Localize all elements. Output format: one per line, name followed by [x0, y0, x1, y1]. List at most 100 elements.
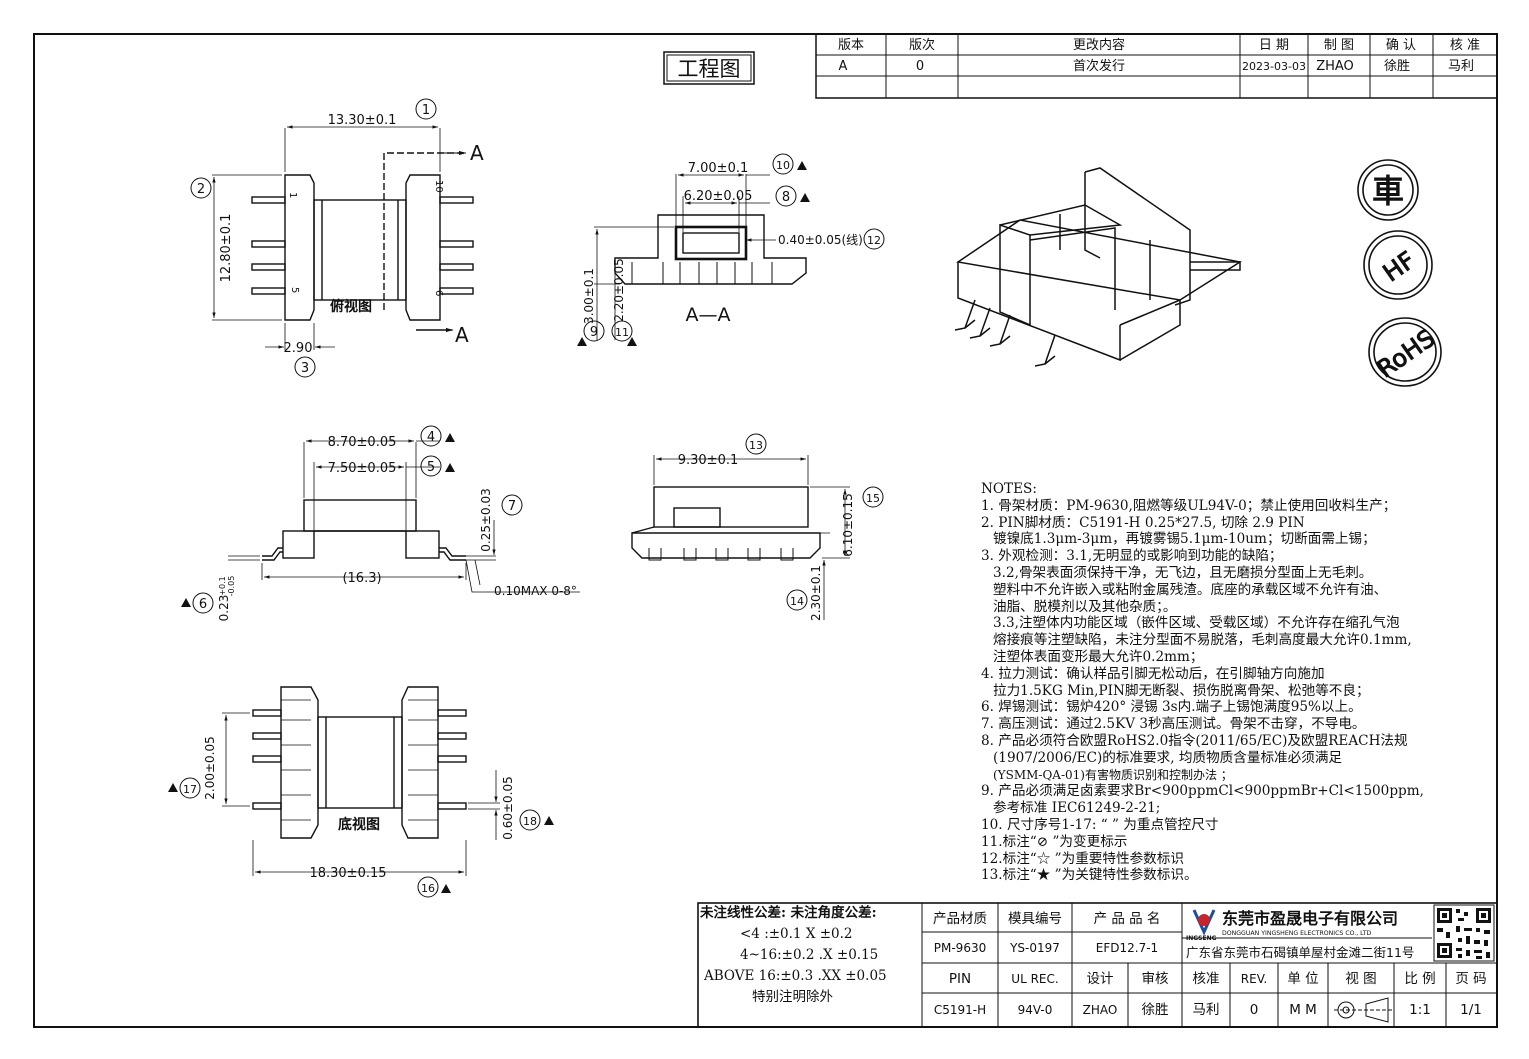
tb-r4-ul: 94V-0 — [1018, 1003, 1053, 1017]
tb-r4-approve: 马利 — [1193, 1002, 1220, 1018]
rev-cell-edition: 0 — [916, 59, 924, 74]
balloon-15: 15 — [866, 492, 880, 505]
note-2b: 镀镍底1.3μm-3μm，再镀雾锡5.1μm-10um；切断面需上锡； — [993, 531, 1376, 548]
balloon-8: 8 — [782, 190, 790, 205]
tb-r4-rev: 0 — [1250, 1002, 1259, 1018]
dim-9: 3.00±0.1 — [582, 268, 596, 324]
tb-r3-view: 视 图 — [1345, 971, 1376, 987]
balloon-12: 12 — [867, 234, 881, 247]
note-6: 6. 焊锡测试：锡炉420° 浸锡 3s内.端子上锡饱满度95%以上。 — [981, 699, 1362, 716]
rev-header-confirm: 确 认 — [1386, 38, 1416, 53]
tolerance-line-3: ABOVE 16:±0.3 .XX ±0.05 — [704, 968, 887, 984]
dim-7: 0.25±0.03 — [479, 488, 493, 552]
tb-r4-scale: 1:1 — [1409, 1002, 1431, 1018]
tb-r4-unit: M M — [1289, 1002, 1317, 1018]
section-mark-top: A — [470, 141, 484, 165]
projection-symbol-icon — [1334, 997, 1392, 1023]
pin-number-6: 6 — [433, 290, 444, 296]
balloon-13: 13 — [749, 439, 763, 452]
note-3: 3. 外观检测：3.1,无明显的或影响到功能的缺陷； — [981, 548, 1283, 565]
tb-value-product: EFD12.7-1 — [1096, 941, 1158, 955]
key-markers — [168, 161, 810, 893]
balloon-2: 2 — [197, 182, 205, 197]
dim-max: 0.10MAX 0-8° — [494, 584, 577, 598]
iso-view — [954, 167, 1243, 367]
view-label-top: 俯视图 — [330, 298, 372, 315]
company-logo-icon — [1192, 909, 1216, 936]
title: 工程图 — [678, 57, 741, 81]
stamp-hf: HF — [1378, 246, 1420, 287]
dim-16: 18.30±0.15 — [309, 866, 386, 881]
balloon-18: 18 — [523, 815, 537, 828]
note-9b: 参考标准 IEC61249-2-21; — [993, 800, 1161, 817]
tb-r3-page: 页 码 — [1455, 971, 1486, 987]
balloon-14: 14 — [790, 595, 804, 608]
tb-r3-unit: 单 位 — [1287, 971, 1318, 987]
dim-6-tol-plus: +0.1 — [218, 576, 227, 595]
note-4: 4. 拉力测试：确认样品引脚无松动后，在引脚轴方向施加 — [981, 665, 1325, 682]
top-view — [251, 152, 474, 331]
note-11: 11.标注“⊘ ”为变更标示 — [981, 833, 1128, 850]
balloon-17: 17 — [183, 783, 197, 796]
note-9: 9. 产品必须满足卤素要求Br<900ppmCl<900ppmBr+Cl<150… — [981, 783, 1424, 800]
dim-8: 6.20±0.05 — [684, 189, 753, 204]
tb-value-mold: YS-0197 — [1009, 941, 1060, 955]
balloon-10: 10 — [776, 159, 790, 172]
tb-r3-pin: PIN — [949, 971, 971, 987]
company-address: 广东省东莞市石碣镇单屋村金滩二街11号 — [1186, 945, 1414, 960]
dim-2: 12.80±0.1 — [219, 214, 234, 283]
stamp-car: 車 — [1372, 172, 1404, 210]
dim-17: 2.00±0.05 — [203, 736, 217, 800]
tolerance-header: 未注线性公差: 未注角度公差: — [700, 905, 877, 921]
tb-header-mold: 模具编号 — [1008, 911, 1062, 927]
note-1: 1. 骨架材质：PM-9630,阻燃等级UL94V-0；禁止使用回收料生产； — [981, 497, 1397, 514]
title-block-grid — [697, 902, 1498, 1028]
tb-r3-review: 审核 — [1142, 971, 1169, 987]
balloon-9: 9 — [590, 325, 598, 340]
qr-code-icon — [1433, 904, 1495, 962]
dim-3: 2.90 — [284, 341, 313, 356]
rev-cell-change: 首次发行 — [1073, 58, 1125, 74]
notes-title: NOTES: — [981, 481, 1037, 497]
balloon-16: 16 — [421, 882, 435, 895]
dim-4: 8.70±0.05 — [328, 435, 397, 450]
dim-11: 2.20±0.05 — [612, 258, 626, 322]
section-mark-bottom: A — [455, 323, 469, 347]
note-3-3: 3.3,注塑体内功能区域（嵌件区域、受载区域）不允许存在缩孔气泡 — [993, 615, 1400, 632]
rev-header-version: 版本 — [838, 38, 864, 53]
rev-cell-drawn: ZHAO — [1316, 59, 1354, 74]
balloon-4: 4 — [427, 430, 435, 445]
rev-header-change: 更改内容 — [1073, 37, 1125, 53]
rev-header-drawn: 制 图 — [1324, 38, 1354, 53]
note-7: 7. 高压测试：通过2.5KV 3秒高压测试。骨架不击穿，不导电。 — [981, 716, 1366, 733]
side-view — [631, 486, 821, 561]
tb-r3-approve: 核准 — [1193, 971, 1220, 987]
front-view — [262, 499, 466, 561]
note-3-2: 3.2,骨架表面须保持干净，无飞边，且无磨损分型面上无毛刺。 — [993, 564, 1373, 581]
rev-header-approve: 核 准 — [1450, 38, 1480, 53]
note-8c: (YSMM-QA-01)有害物质识别和控制办法 ； — [993, 767, 1233, 782]
tb-r3-rev: REV. — [1241, 972, 1267, 986]
balloon-7: 7 — [508, 499, 516, 514]
tb-r3-design: 设计 — [1087, 971, 1114, 987]
dim-18: 0.60±0.05 — [501, 776, 515, 840]
pin-number-10: 10 — [433, 180, 444, 193]
balloon-6: 6 — [199, 597, 207, 612]
revision-table — [815, 33, 1498, 99]
dim-1: 13.30±0.1 — [328, 113, 397, 128]
dim-6-tol-minus: -0.05 — [227, 576, 236, 597]
notes: NOTES: 1. 骨架材质：PM-9630,阻燃等级UL94V-0；禁止使用回… — [981, 481, 1521, 884]
dim-12: 0.40±0.05(线) — [778, 233, 863, 247]
note-10: 10. 尺寸序号1-17: “ ” 为重点管控尺寸 — [981, 816, 1219, 833]
tb-header-material: 产品材质 — [933, 911, 987, 927]
note-3-3b: 熔接痕等注塑缺陷，未注分型面不易脱落，毛刺高度最大允许0.1mm, — [993, 632, 1412, 649]
tolerance-line-2: 4~16:±0.2 .X ±0.15 — [740, 947, 879, 963]
company-name-en: DONGGUAN YINGSHENG ELECTRONICS CO., LTD — [1222, 930, 1372, 937]
tb-r3-scale: 比 例 — [1404, 971, 1435, 987]
dim-10: 7.00±0.1 — [688, 161, 749, 176]
tb-r4-page: 1/1 — [1460, 1002, 1482, 1018]
dim-5: 7.50±0.05 — [328, 461, 397, 476]
dim-14: 2.30±0.1 — [809, 565, 823, 621]
tb-r4-pin: C5191-H — [934, 1003, 986, 1017]
